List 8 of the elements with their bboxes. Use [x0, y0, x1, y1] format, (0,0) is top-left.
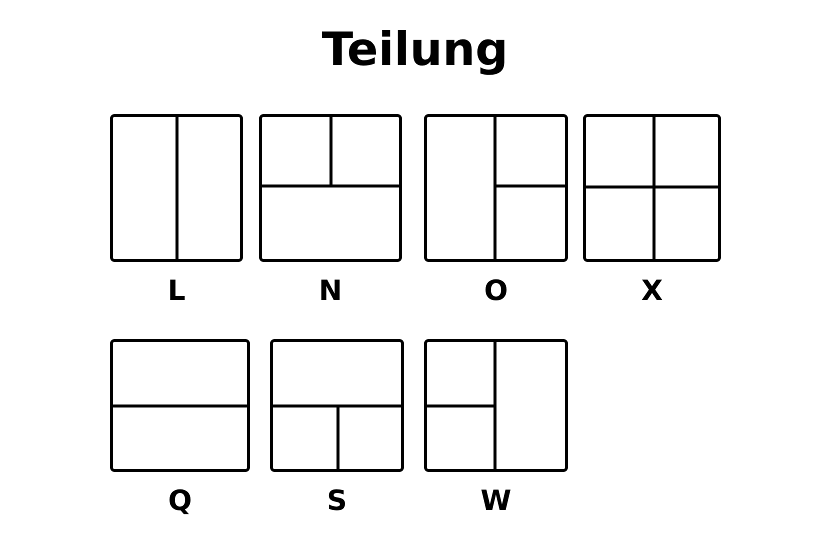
layout-letter: N	[318, 274, 344, 307]
layout-letter: X	[640, 274, 664, 307]
layout-letter: W	[480, 484, 512, 517]
layout-letter: S	[326, 484, 348, 517]
layout-letter: L	[166, 274, 186, 307]
layout-letter: Q	[167, 484, 193, 517]
layout-letter: O	[483, 274, 509, 307]
title: Teilung	[320, 22, 510, 76]
